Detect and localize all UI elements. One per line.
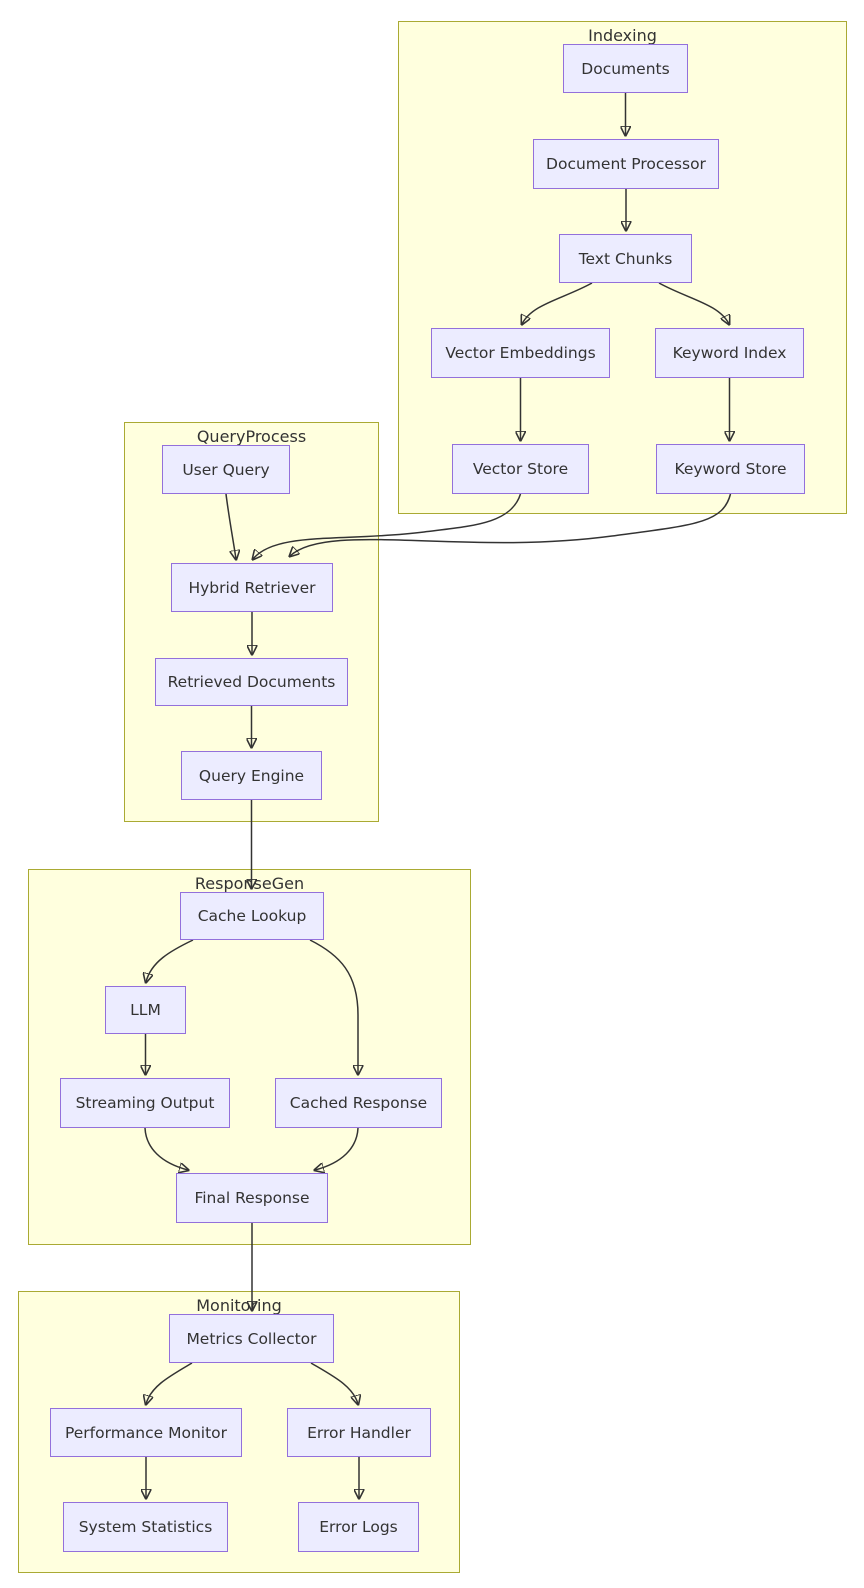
cluster-monitoring-title: Monitoring [196, 1296, 282, 1315]
node-documents: Documents [563, 44, 688, 93]
node-user-query: User Query [162, 445, 290, 494]
node-keyword-index: Keyword Index [655, 328, 804, 378]
node-retrieved-documents: Retrieved Documents [155, 658, 348, 706]
node-document-processor: Document Processor [533, 139, 719, 189]
node-query-engine: Query Engine [181, 751, 322, 800]
node-error-handler: Error Handler [287, 1408, 431, 1457]
node-text-chunks: Text Chunks [559, 234, 692, 283]
node-keyword-store: Keyword Store [656, 444, 805, 494]
node-cached-response: Cached Response [275, 1078, 442, 1128]
cluster-responsegen-title: ResponseGen [194, 874, 305, 893]
cluster-indexing-title: Indexing [588, 26, 657, 45]
node-vector-store: Vector Store [452, 444, 589, 494]
node-cache-lookup: Cache Lookup [180, 892, 324, 940]
node-system-statistics: System Statistics [63, 1502, 228, 1552]
node-error-logs: Error Logs [298, 1502, 419, 1552]
node-llm: LLM [105, 986, 186, 1034]
node-metrics-collector: Metrics Collector [169, 1314, 334, 1363]
node-streaming-output: Streaming Output [60, 1078, 230, 1128]
node-final-response: Final Response [176, 1173, 328, 1223]
cluster-queryprocess-title: QueryProcess [196, 427, 307, 446]
node-vector-embeddings: Vector Embeddings [431, 328, 610, 378]
node-hybrid-retriever: Hybrid Retriever [171, 563, 333, 612]
node-performance-monitor: Performance Monitor [50, 1408, 242, 1457]
